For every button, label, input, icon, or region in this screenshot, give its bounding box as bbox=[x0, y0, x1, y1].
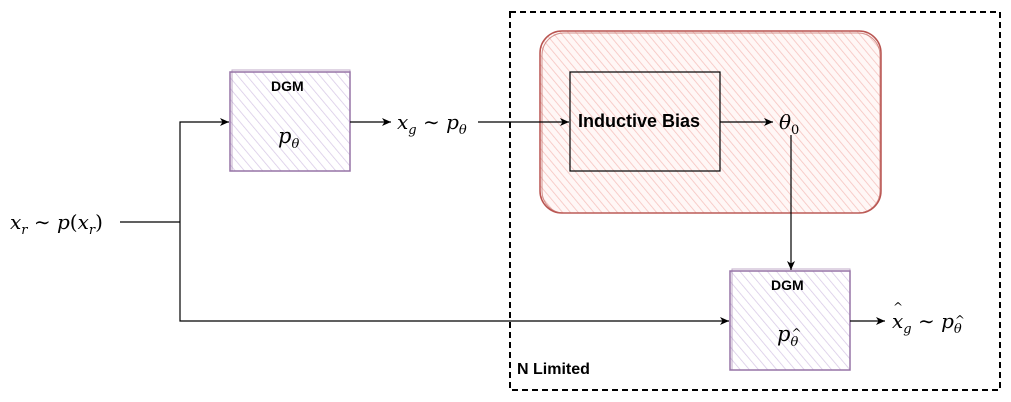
dgm-bottom-box[interactable] bbox=[729, 270, 851, 371]
edge-split-to-dgm-bottom bbox=[179, 222, 729, 325]
input-label: xr ∼ p(xr) bbox=[10, 210, 103, 238]
dgm-top-title: DGM bbox=[271, 78, 304, 94]
sample-top-label: xg ∼ pθ bbox=[397, 110, 467, 138]
dgm-top-symbol: pθ bbox=[278, 124, 300, 152]
theta-zero-label: θ0 bbox=[779, 110, 800, 138]
output-label: xg ∼ pθ bbox=[892, 300, 965, 337]
edge-split-to-dgm-top bbox=[179, 118, 229, 222]
inductive-bias-label: Inductive Bias bbox=[578, 111, 701, 131]
dgm-top-box[interactable] bbox=[229, 71, 351, 172]
dgm-bottom-symbol: pθ bbox=[777, 322, 801, 350]
n-limited-region bbox=[509, 11, 1001, 391]
dgm-bottom-title: DGM bbox=[771, 277, 804, 293]
n-limited-label: N Limited bbox=[517, 361, 590, 378]
